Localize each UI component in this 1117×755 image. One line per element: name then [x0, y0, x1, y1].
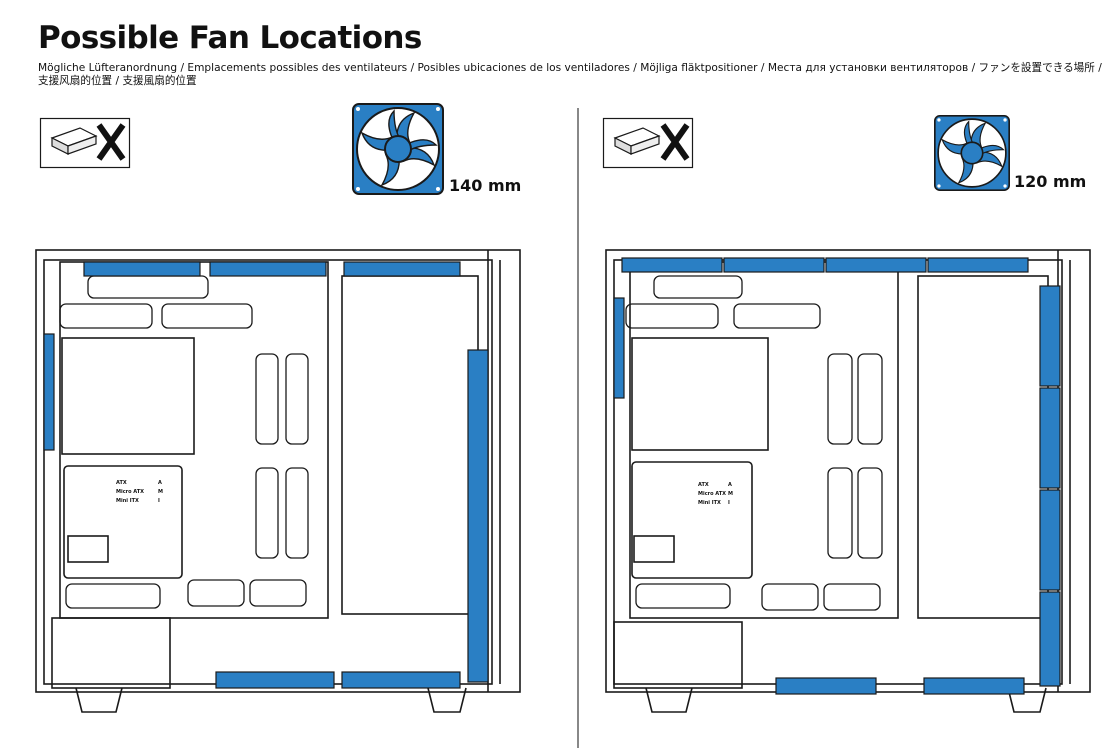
- mb-label-a: A: [158, 480, 162, 486]
- fan-size-label: 120 mm: [1014, 172, 1087, 191]
- page-subtitle: Mögliche Lüfteranordnung / Emplacements …: [38, 62, 1102, 87]
- mb-label-matx: Micro ATX: [116, 489, 144, 495]
- mb-label-itx: Mini ITX: [698, 500, 721, 506]
- mb-label-i: I: [728, 500, 730, 506]
- drive-cage-icon: [602, 117, 694, 169]
- mb-label-a: A: [728, 482, 732, 488]
- fan-size-label: 140 mm: [449, 176, 522, 195]
- page-title: Possible Fan Locations: [38, 20, 422, 56]
- not-allowed-x-icon: [96, 123, 126, 161]
- mb-label-matx: Micro ATX: [698, 491, 726, 497]
- mb-label-itx: Mini ITX: [116, 498, 139, 504]
- mb-label-atx: ATX: [116, 480, 127, 486]
- fan-icon: [352, 103, 444, 195]
- fan-icon: [934, 115, 1010, 191]
- mb-label-i: I: [158, 498, 160, 504]
- mb-label-m: M: [158, 489, 163, 495]
- mb-label-m: M: [728, 491, 733, 497]
- panel-divider: [577, 108, 579, 748]
- case-side-view: ATX Micro ATX Mini ITX A M I: [35, 249, 521, 713]
- not-allowed-x-icon: [660, 123, 690, 161]
- case-side-view: ATX Micro ATX Mini ITX A M I: [605, 249, 1091, 713]
- mb-label-atx: ATX: [698, 482, 709, 488]
